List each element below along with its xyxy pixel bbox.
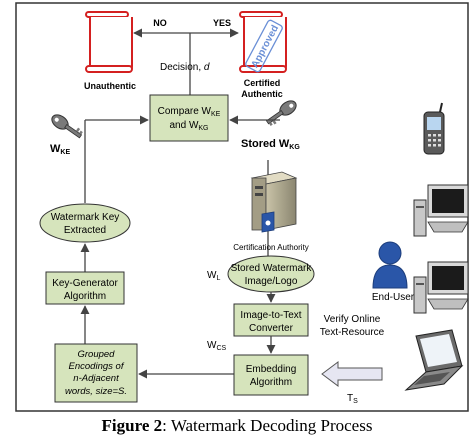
embedding-line1: Embedding xyxy=(246,364,297,375)
watermark-key-extracted-node xyxy=(39,203,131,243)
end-user-label: End-User xyxy=(372,292,415,303)
image-to-text-box xyxy=(233,303,309,337)
unauthentic-label: Unauthentic xyxy=(84,81,136,91)
wl-label: WL xyxy=(207,270,220,282)
grouped-line1: Grouped xyxy=(78,349,116,360)
certified-scroll-icon: Approved xyxy=(239,11,287,73)
wm-key-line2: Extracted xyxy=(64,225,106,236)
compare-box-line1: Compare WKE xyxy=(158,106,221,118)
figure-caption: Figure 2: Watermark Decoding Process xyxy=(0,416,474,436)
grouped-line3: n-Adjacent xyxy=(73,373,119,384)
img2text-line2: Converter xyxy=(249,323,294,334)
certified-label-line2: Authentic xyxy=(241,89,283,99)
wcs-label: WCS xyxy=(207,340,227,352)
verify-line1: Verify Online xyxy=(324,314,381,325)
laptop-icon xyxy=(404,329,464,391)
embedding-line2: Algorithm xyxy=(250,377,292,388)
verify-line2: Text-Resource xyxy=(320,327,385,338)
certified-label-line1: Certified xyxy=(244,78,281,88)
computer-icon-bottom xyxy=(413,261,469,314)
wm-key-line1: Watermark Key xyxy=(51,212,120,223)
grouped-line4: words, size=S. xyxy=(65,386,127,397)
server-icon xyxy=(250,171,298,233)
yes-label: YES xyxy=(213,18,231,28)
keygen-line2: Algorithm xyxy=(64,291,106,302)
embedding-box xyxy=(233,354,309,396)
stored-wkg-label: Stored WKG xyxy=(241,138,300,151)
grouped-encodings-box xyxy=(54,343,138,403)
wke-label: WKE xyxy=(50,143,70,156)
ts-label: TS xyxy=(347,393,358,405)
keygen-line1: Key-Generator xyxy=(52,278,118,289)
user-icon xyxy=(372,241,408,289)
stored-wm-line1: Stored Watermark xyxy=(231,263,313,274)
key-generator-box xyxy=(45,271,125,305)
wke-key-icon xyxy=(51,114,83,139)
phone-icon xyxy=(423,102,445,155)
certification-authority-label: Certification Authority xyxy=(233,243,309,252)
verify-block-arrow xyxy=(321,361,383,387)
caption-number: Figure 2 xyxy=(101,416,163,435)
compare-box xyxy=(149,94,229,142)
computer-icon-top xyxy=(413,184,469,237)
unauthentic-scroll-icon xyxy=(85,11,133,73)
img2text-line1: Image-to-Text xyxy=(240,310,301,321)
stored-wm-line2: Image/Logo xyxy=(245,276,298,287)
caption-title: : Watermark Decoding Process xyxy=(162,416,373,435)
compare-box-line2: and WKG xyxy=(169,120,208,132)
no-label: NO xyxy=(153,18,167,28)
grouped-line2: Encodings of xyxy=(69,361,125,372)
decision-label: Decision, d xyxy=(160,62,210,73)
stored-wkg-key-icon xyxy=(265,100,297,126)
